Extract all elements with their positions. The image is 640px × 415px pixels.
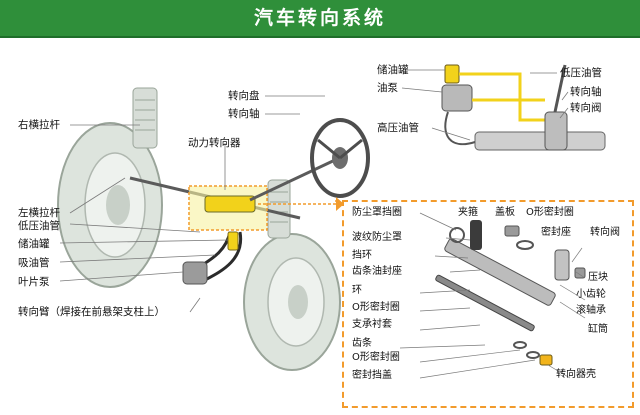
reservoir-shape: [227, 231, 239, 251]
label-pinion: 小齿轮: [576, 289, 606, 300]
label-o-ring-top: O形密封圈: [526, 207, 574, 218]
label-vane-pump: 叶片泵: [18, 276, 50, 288]
diagram-frame: [0, 36, 640, 415]
label-cover-plate: 盖板: [495, 207, 515, 218]
label-bellows: 波纹防尘罩: [352, 232, 402, 243]
exploded-view: [435, 220, 586, 366]
label-ring: 环: [352, 285, 362, 296]
label-snap-ring: 挡环: [352, 250, 372, 261]
label-o-ring: O形密封圈: [352, 302, 400, 313]
label-rack: 齿条: [352, 338, 372, 349]
label-power-steering-gear: 动力转向器: [188, 137, 241, 149]
label-top-steering-valve: 转向阀: [570, 102, 602, 114]
label-right-tie-rod: 右横拉杆: [18, 119, 60, 131]
strut-left: [132, 87, 158, 149]
right-wheel: [243, 233, 341, 371]
label-top-steering-shaft: 转向轴: [570, 86, 602, 98]
label-suction-hose: 吸油管: [18, 257, 50, 269]
hose-2: [204, 231, 243, 282]
label-gear-housing: 转向器壳: [556, 369, 596, 380]
diagram-title: 汽车转向系统: [253, 7, 386, 29]
label-detail-steering-valve: 转向阀: [590, 227, 620, 238]
label-seal-seat: 密封座: [541, 227, 571, 238]
label-top-oil-pump: 油泵: [377, 82, 398, 94]
label-press-block: 压块: [588, 272, 608, 283]
label-top-high-pressure-hose: 高压油管: [377, 122, 419, 134]
detail-box: [342, 200, 634, 408]
label-steering-arm: 转向臂（焊接在前悬架支柱上）: [18, 306, 165, 318]
label-top-reservoir: 储油罐: [377, 64, 409, 76]
label-low-pressure-hose: 低压油管: [18, 220, 60, 232]
label-dust-cover-ring: 防尘罩挡圈: [352, 207, 402, 218]
label-roller-bearing: 滚轴承: [576, 305, 606, 316]
title-bar: [0, 0, 640, 36]
label-cylinder: 缸筒: [588, 324, 608, 335]
label-rack-seal-seat: 齿条油封座: [352, 266, 402, 277]
label-top-low-pressure-hose: 低压油管: [560, 67, 602, 79]
label-support-bushing: 支承衬套: [352, 319, 392, 330]
vane-pump-shape: [182, 261, 208, 285]
label-left-tie-rod: 左横拉杆: [18, 207, 60, 219]
label-clamp: 夹箍: [458, 207, 478, 218]
steering-wheel-shape: [310, 118, 370, 198]
detail-pointer-arrowhead: [336, 197, 344, 211]
label-seal-cover: 密封挡盖: [352, 370, 392, 381]
highlight-box: [188, 185, 268, 231]
leader-lines-left: [59, 95, 325, 313]
steering-column: [249, 158, 336, 202]
label-reservoir: 储油罐: [18, 238, 50, 250]
label-steering-wheel: 转向盘: [228, 90, 260, 102]
leader-lines-detail: [399, 212, 586, 379]
leader-lines-top-right: [401, 69, 569, 141]
label-steering-shaft: 转向轴: [228, 108, 260, 120]
label-o-ring-2: O形密封圈: [352, 352, 400, 363]
top-right-sketch: [441, 64, 606, 151]
